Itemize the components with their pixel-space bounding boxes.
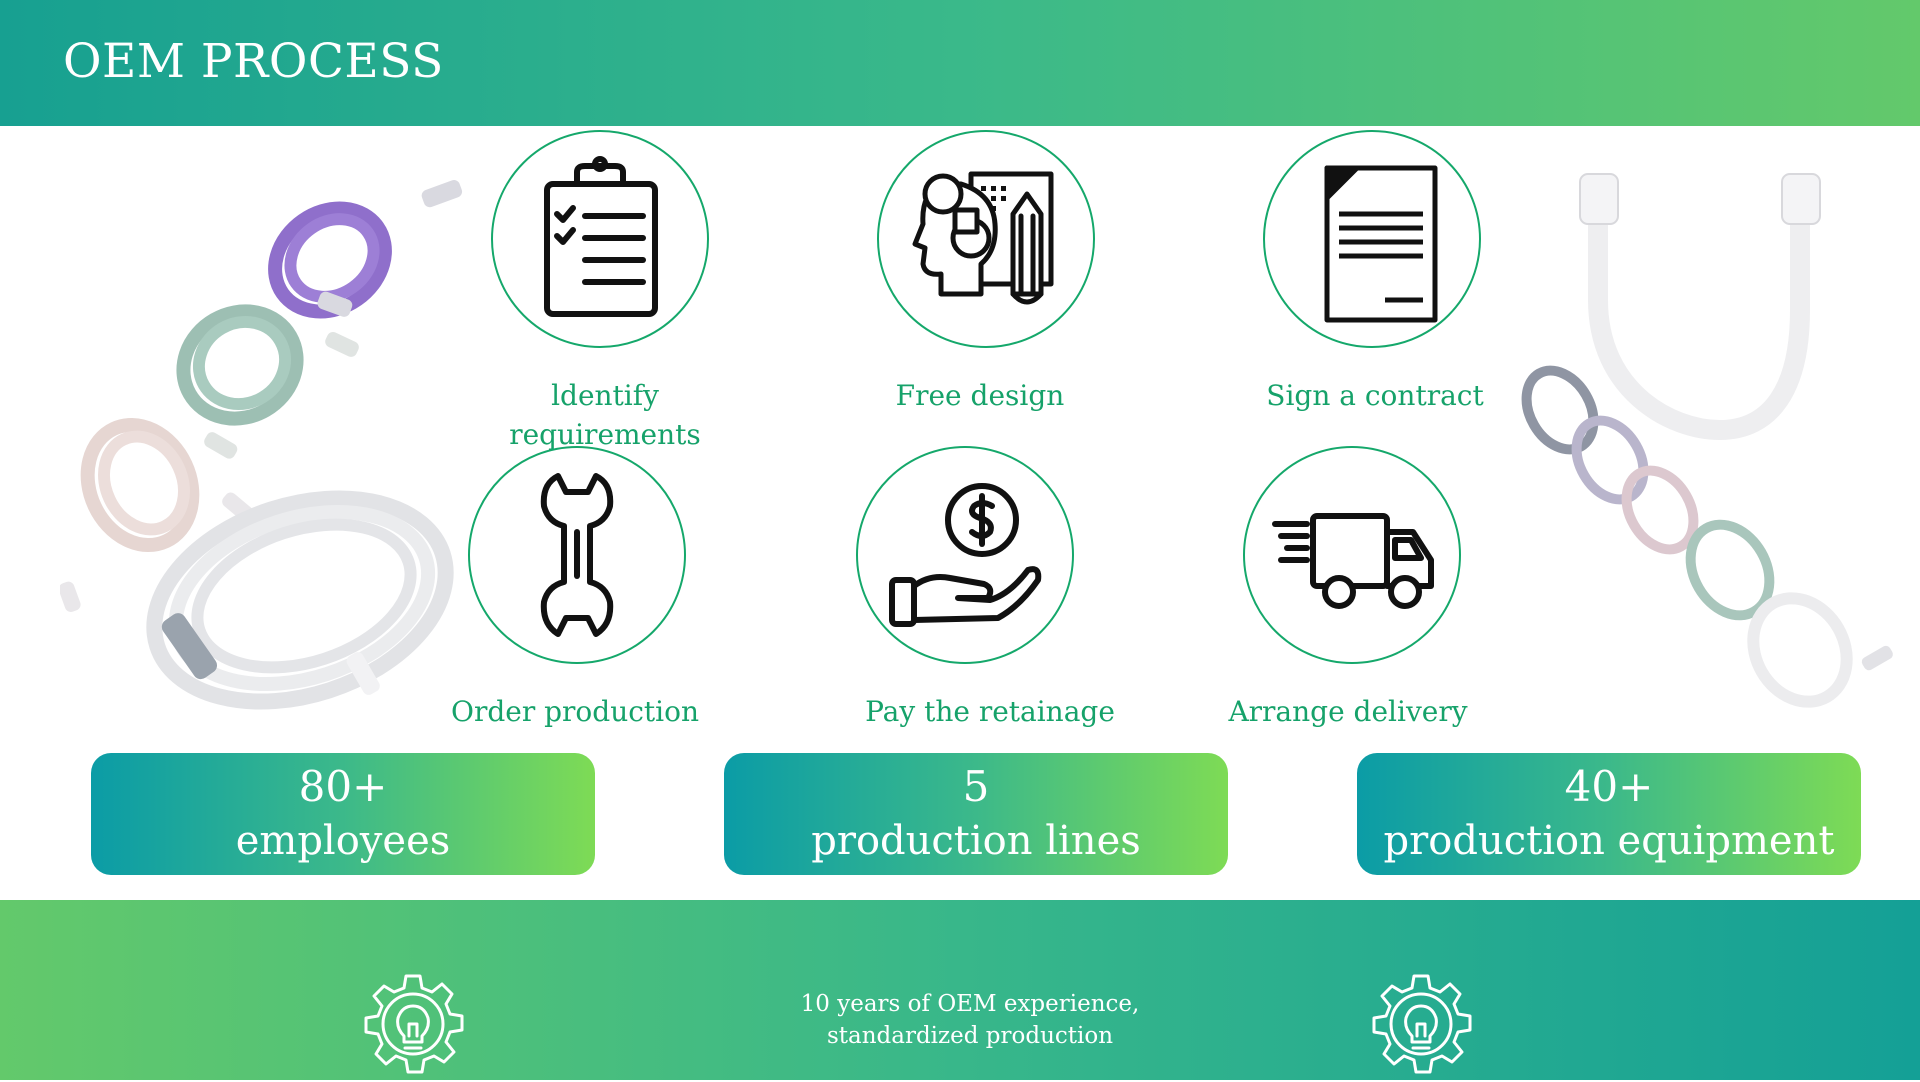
stat-employees: 80+ employees bbox=[91, 753, 595, 875]
stat-value: 40+ bbox=[1564, 762, 1654, 811]
gear-lightbulb-icon bbox=[1372, 974, 1472, 1074]
hand-dollar-icon bbox=[889, 483, 1042, 627]
clipboard-icon bbox=[544, 156, 658, 317]
cable-photo-right bbox=[1521, 173, 1893, 708]
design-icon bbox=[912, 171, 1054, 305]
page-title: OEM PROCESS bbox=[63, 34, 444, 89]
step-label-design: Free design bbox=[895, 379, 1065, 412]
step-circle-contract bbox=[1263, 130, 1481, 348]
footer-line-2: standardized production bbox=[826, 1023, 1114, 1049]
stat-production-lines: 5 production lines bbox=[724, 753, 1228, 875]
header-bar: OEM PROCESS bbox=[0, 0, 1920, 126]
step-label-contract: Sign a contract bbox=[1266, 379, 1484, 412]
step-label-identify: ldentify requirements bbox=[509, 379, 701, 451]
wrench-icon bbox=[540, 473, 614, 637]
step-circle-pay bbox=[856, 446, 1074, 664]
step-label-delivery: Arrange delivery bbox=[1228, 695, 1468, 728]
stat-value: 5 bbox=[962, 762, 990, 811]
step-circle-identify bbox=[491, 130, 709, 348]
gear-lightbulb-icon bbox=[364, 974, 464, 1074]
stat-label: production lines bbox=[811, 818, 1141, 864]
delivery-truck-icon bbox=[1272, 513, 1434, 609]
step-circle-order bbox=[468, 446, 686, 664]
stat-value: 80+ bbox=[298, 762, 388, 811]
stat-production-equipment: 40+ production equipment bbox=[1357, 753, 1861, 875]
stat-label: production equipment bbox=[1383, 818, 1835, 864]
footer-bar: 10 years of OEM experience, standardized… bbox=[0, 900, 1920, 1080]
step-label-order: Order production bbox=[450, 695, 700, 728]
step-label-pay: Pay the retainage bbox=[865, 695, 1115, 728]
footer-line-1: 10 years of OEM experience, bbox=[800, 991, 1140, 1017]
step-circle-design bbox=[877, 130, 1095, 348]
step-circle-delivery bbox=[1243, 446, 1461, 664]
cable-photo-left bbox=[60, 180, 463, 710]
stat-label: employees bbox=[235, 818, 451, 864]
footer-tagline: 10 years of OEM experience, standardized… bbox=[760, 988, 1180, 1052]
contract-document-icon bbox=[1324, 165, 1438, 323]
